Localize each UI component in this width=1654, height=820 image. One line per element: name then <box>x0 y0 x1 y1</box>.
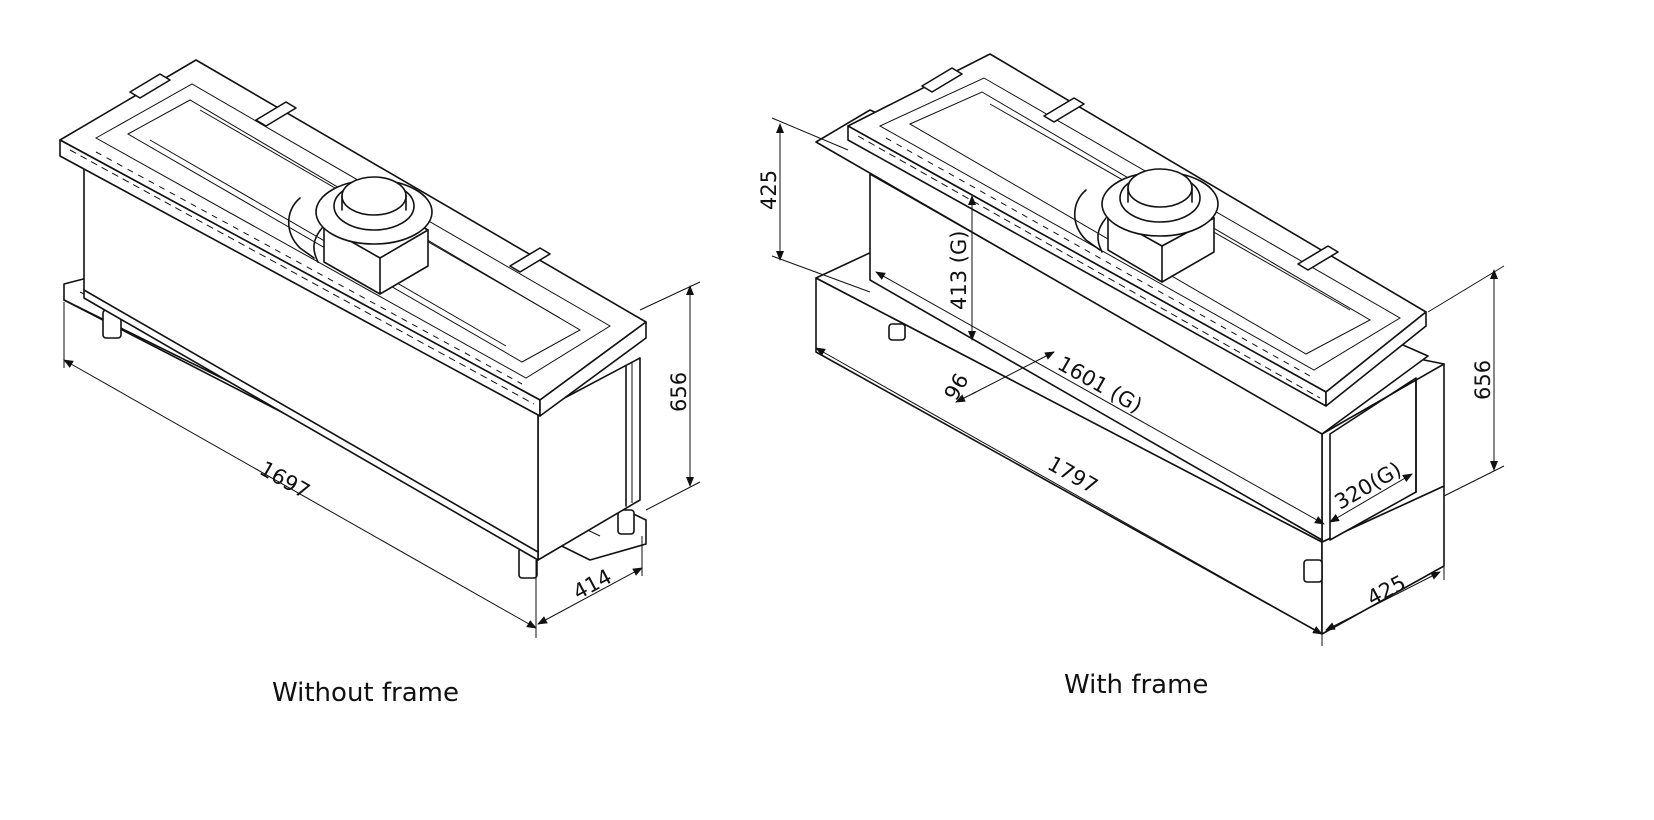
fireplace-without-frame: 1697 414 656 <box>59 59 701 638</box>
dimension-height-framed-line <box>1427 265 1505 497</box>
dimension-width-framed-line <box>815 347 1323 646</box>
caption-with-frame: With frame <box>1064 670 1209 700</box>
flue-collar-framed <box>1073 168 1219 283</box>
dimension-depth-line <box>537 536 643 625</box>
dim-label-depth-without-frame: 414 <box>569 564 616 604</box>
dimension-depth-framed-line <box>1325 566 1445 631</box>
dimension-width-line <box>63 302 537 638</box>
fireplace-with-frame: 425 413 (G) 1601 (G) 96 1797 320(G) <box>757 53 1505 646</box>
dim-label-top-height: 425 <box>757 170 781 210</box>
mounting-brackets <box>129 73 551 273</box>
dimension-top-height-line <box>771 117 871 293</box>
frame-feet <box>1303 559 1323 583</box>
dim-label-width-without-frame: 1697 <box>256 456 314 503</box>
dim-label-height-without-frame: 656 <box>667 372 691 412</box>
dim-label-height-with-frame: 656 <box>1471 360 1495 400</box>
dimension-glass-depth-line <box>1329 473 1413 523</box>
dimension-height-line <box>639 281 701 511</box>
dim-label-glass-height: 413 (G) <box>947 231 971 310</box>
flue-collar <box>287 176 433 295</box>
caption-without-frame: Without frame <box>272 678 459 708</box>
